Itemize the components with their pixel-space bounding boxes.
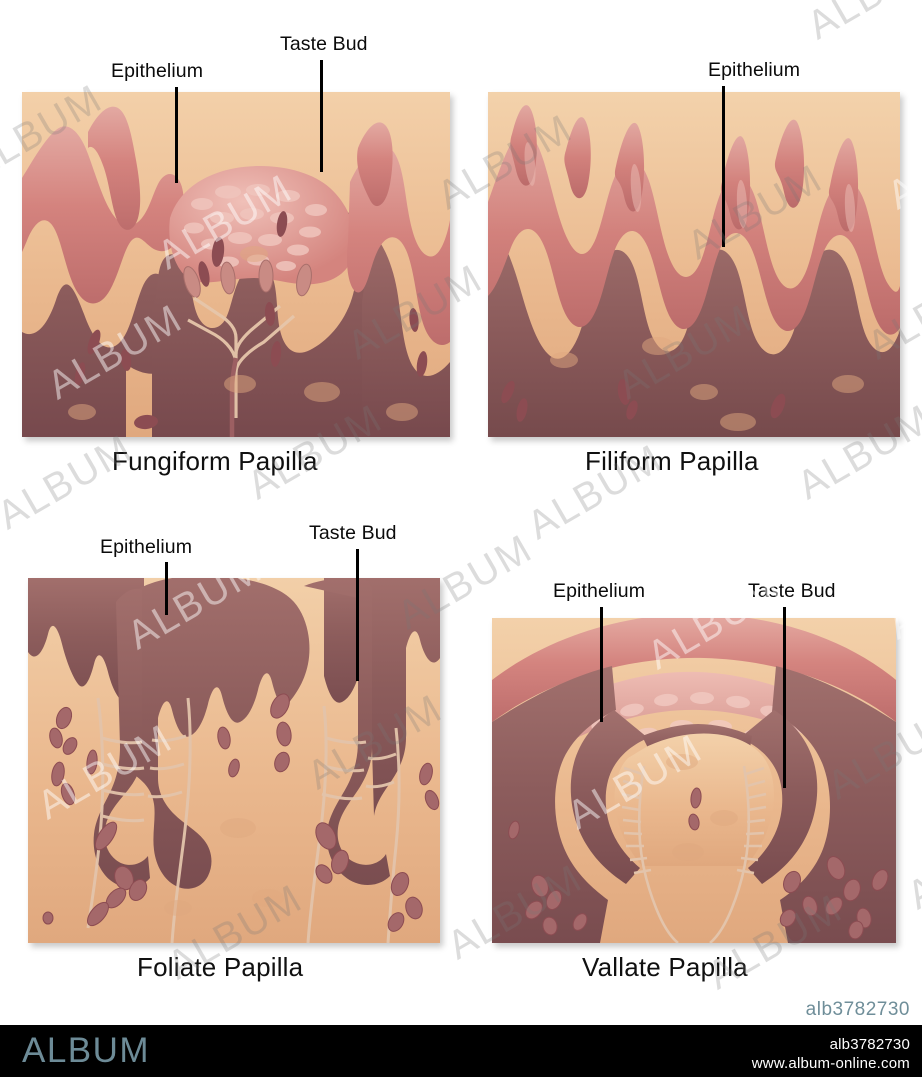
leader-line-vallate-taste-bud [783,607,786,788]
panel-vallate [492,618,896,943]
leader-line-epithelium-filiform [722,86,725,247]
leader-line-epithelium-foliate [165,562,168,615]
leader-line-vallate-epithelium [600,607,603,722]
watermark: ALBUM [0,426,141,539]
panel-fungiform [22,92,450,437]
footer-meta: alb3782730 www.album-online.com [752,1036,910,1074]
watermark: ALBUM [800,0,922,49]
caption-filiform: Filiform Papilla [585,446,759,476]
label-epithelium-filiform: Epithelium [708,59,801,81]
watermark: ALBUM [300,0,451,29]
vallate-illustration [492,618,896,943]
album-logo: ALBUM [22,1031,151,1070]
label-epithelium-fungiform: Epithelium [111,60,204,82]
caption-fungiform: Fungiform Papilla [112,446,318,476]
caption-foliate: Foliate Papilla [137,952,304,982]
label-taste-bud-fungiform: Taste Bud [280,33,368,55]
footer-image-id: alb3782730 [829,1036,910,1053]
caption-vallate: Vallate Papilla [582,952,748,982]
leader-line-taste-bud-fungiform [320,60,323,172]
illustration-stage: Epithelium Taste Bud Fungiform Papilla [0,0,922,999]
image-id-above-bar: alb3782730 [805,999,910,1020]
footer-bar [0,1025,922,1077]
panel-filiform [488,92,900,437]
label-taste-bud-foliate: Taste Bud [309,522,397,544]
leader-line-epithelium-fungiform [175,87,178,183]
filiform-illustration [488,92,900,437]
panel-foliate [28,578,440,943]
watermark: ALBUM [900,806,922,919]
label-epithelium-vallate: Epithelium [553,580,646,602]
label-taste-bud-vallate: Taste Bud [748,580,836,602]
foliate-illustration [28,578,440,943]
fungiform-illustration [22,92,450,437]
watermark: ALBUM [560,0,711,79]
footer-website[interactable]: www.album-online.com [751,1054,910,1072]
leader-line-taste-bud-foliate [356,549,359,681]
label-epithelium-foliate: Epithelium [100,536,193,558]
watermark: ALBUM [60,0,211,69]
